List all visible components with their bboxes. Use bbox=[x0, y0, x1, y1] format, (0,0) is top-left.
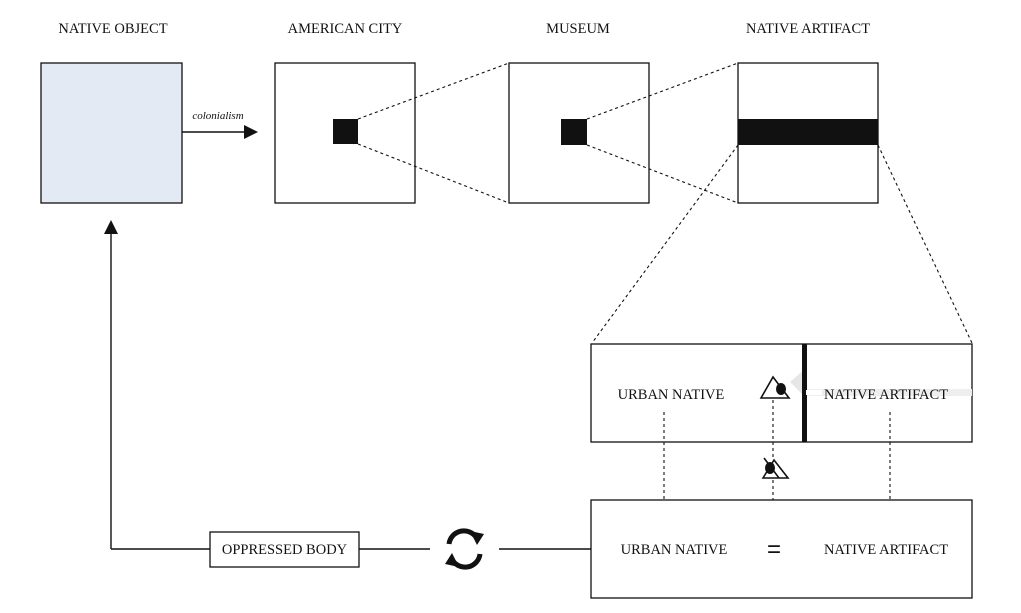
oppressed-body-label: OPPRESSED BODY bbox=[222, 542, 348, 558]
native-artifact-band bbox=[738, 119, 878, 145]
label-native-object: NATIVE OBJECT bbox=[58, 21, 167, 37]
label-museum: MUSEUM bbox=[546, 21, 610, 37]
equation-label-urban-native: URBAN NATIVE bbox=[621, 542, 728, 558]
gaze-beam-right bbox=[806, 389, 972, 396]
loop-arrow-head bbox=[104, 220, 118, 234]
equation-label-native-artifact: NATIVE ARTIFACT bbox=[824, 542, 948, 558]
native-object-box bbox=[40, 62, 183, 204]
eye-icon bbox=[759, 375, 791, 399]
panel-label-native-artifact: NATIVE ARTIFACT bbox=[824, 387, 948, 403]
label-american-city: AMERICAN CITY bbox=[288, 21, 403, 37]
refresh-cycle-icon bbox=[445, 528, 484, 570]
panel-divider-wall bbox=[802, 344, 807, 442]
eye-slash-icon bbox=[761, 457, 790, 479]
zoom-line-artifact-right bbox=[877, 144, 973, 344]
label-colonialism: colonialism bbox=[192, 110, 243, 122]
colonialism-arrow-head bbox=[244, 125, 258, 139]
wall-gap bbox=[806, 390, 822, 395]
museum-inner-square bbox=[561, 119, 587, 145]
zoom-line-museum-top bbox=[586, 62, 739, 120]
zoom-line-city-top bbox=[357, 62, 510, 120]
zoom-line-artifact-left bbox=[591, 144, 739, 344]
american-city-inner-square bbox=[333, 119, 358, 144]
equation-equals: = bbox=[767, 536, 781, 563]
zoom-line-museum-bottom bbox=[586, 144, 739, 204]
equation-panel bbox=[590, 499, 973, 599]
label-native-artifact: NATIVE ARTIFACT bbox=[746, 21, 870, 37]
panel-label-urban-native: URBAN NATIVE bbox=[618, 387, 725, 403]
oppressed-body-box bbox=[209, 531, 360, 568]
